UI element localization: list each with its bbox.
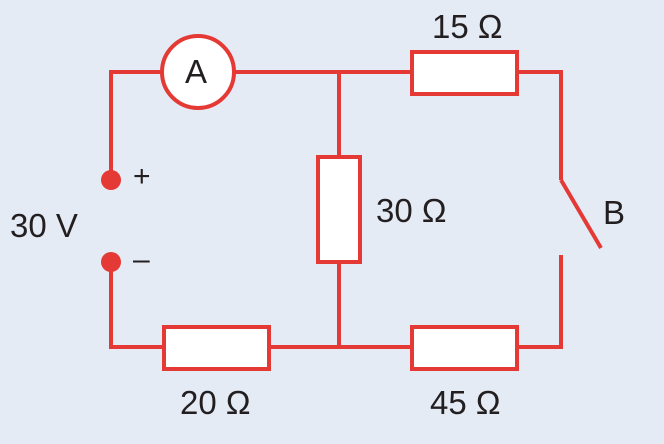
terminal-negative — [101, 252, 121, 272]
wire-left-top — [109, 70, 162, 180]
ammeter-label: A — [185, 53, 208, 90]
resistor-bottom-right — [410, 325, 519, 371]
resistor-bottom-right-label: 45 Ω — [430, 384, 501, 421]
resistor-top-label: 15 Ω — [432, 8, 503, 45]
ammeter-circle — [160, 34, 236, 110]
wire-bottom-right — [517, 255, 563, 349]
wire-top-right — [517, 70, 563, 180]
negative-sign: – — [133, 243, 150, 276]
wire-left-bottom — [109, 262, 164, 349]
resistor-middle-label: 30 Ω — [376, 192, 447, 229]
resistor-bottom-left-label: 20 Ω — [180, 384, 251, 421]
resistor-top — [410, 50, 519, 96]
positive-sign: + — [133, 160, 151, 193]
terminal-positive — [101, 170, 121, 190]
source-voltage-label: 30 V — [10, 207, 78, 244]
resistor-bottom-left — [162, 325, 271, 371]
switch-label: B — [603, 194, 626, 231]
switch-blade — [559, 178, 603, 250]
resistor-middle — [316, 155, 362, 264]
